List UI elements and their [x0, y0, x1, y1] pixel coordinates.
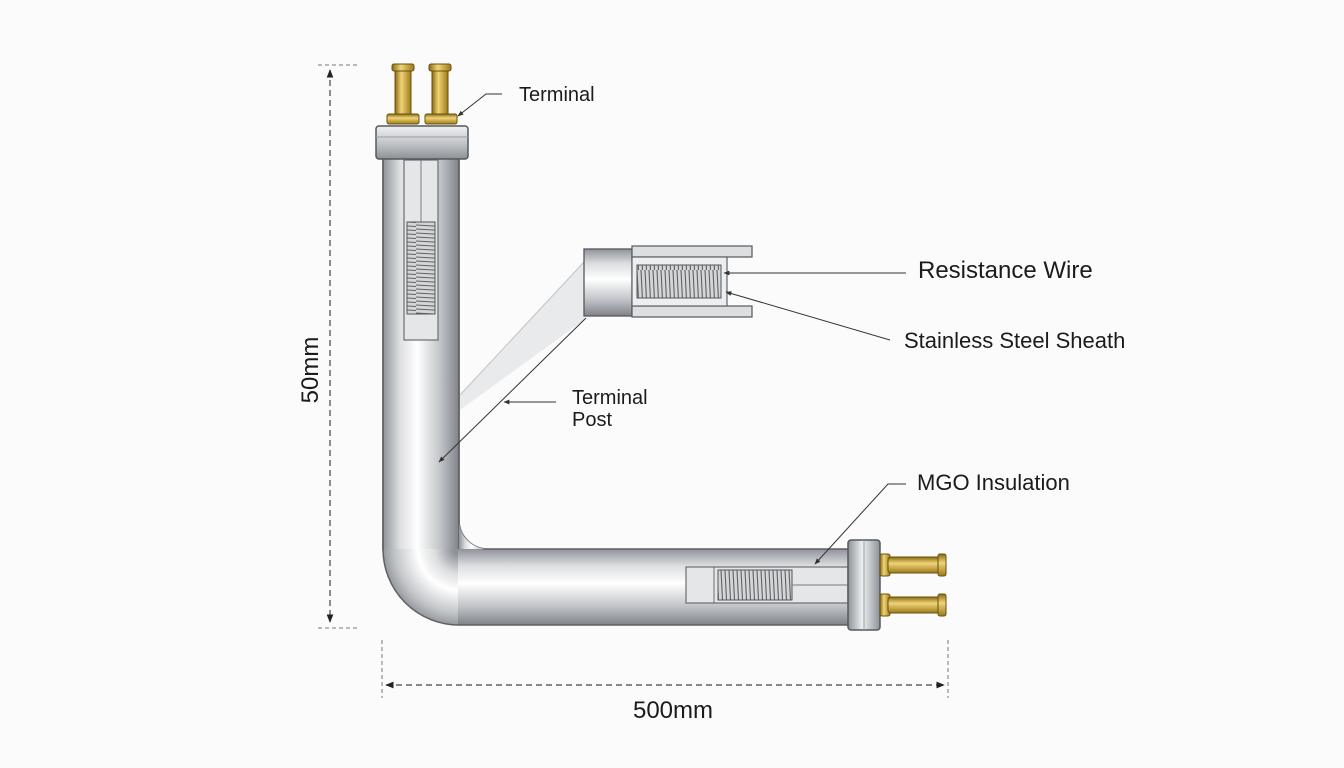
horizontal-cutaway	[685, 566, 849, 604]
right-terminal-assembly	[847, 539, 947, 631]
vertical-cutaway	[403, 159, 439, 341]
magnified-detail	[459, 245, 753, 410]
height-dimension-label: 50mm	[297, 337, 324, 404]
label-terminal-post-line2: Post	[572, 409, 612, 431]
label-terminal: Terminal	[519, 84, 595, 106]
top-terminal-assembly	[375, 63, 469, 160]
height-dimension: 50mm	[297, 64, 358, 629]
label-mgo-insulation: MGO Insulation	[917, 470, 1070, 495]
label-stainless-steel-sheath: Stainless Steel Sheath	[904, 328, 1125, 353]
width-dimension: 500mm	[381, 640, 949, 724]
width-dimension-label: 500mm	[633, 697, 713, 724]
label-resistance-wire: Resistance Wire	[918, 257, 1093, 284]
leader-lines	[438, 93, 906, 565]
label-terminal-post-line1: Terminal	[572, 387, 648, 409]
